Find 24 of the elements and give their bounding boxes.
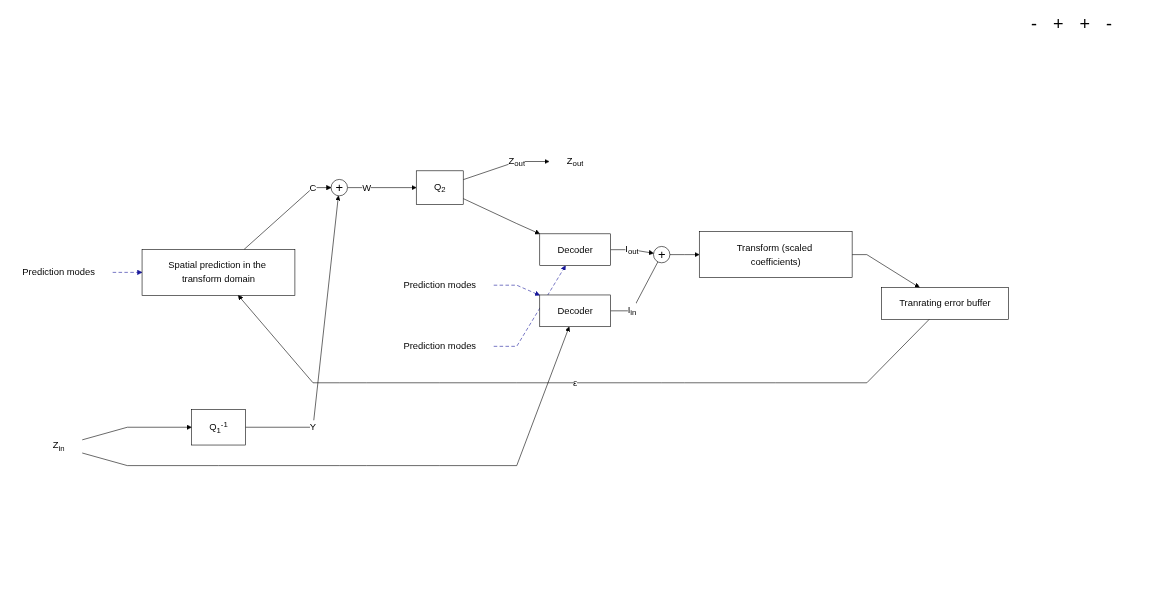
- sign-label: -: [1106, 14, 1113, 35]
- node-circle: +: [653, 246, 671, 263]
- edge-label: ε: [573, 377, 578, 388]
- node-text: Prediction modes: [22, 266, 96, 277]
- node-text: Prediction modes: [403, 279, 477, 290]
- node-box: Q$_{2}$: [415, 170, 464, 205]
- edge-label: C: [309, 182, 317, 193]
- edge-label: Y: [309, 421, 317, 432]
- edge-label: I$_{out}$: [625, 243, 639, 256]
- node-text: Prediction modes: [403, 340, 477, 351]
- sign-label: -: [1031, 14, 1037, 35]
- node-text: Z$_{out}$: [566, 155, 584, 168]
- edge-label: I$_{in}$: [627, 304, 637, 317]
- sign-label: +: [1079, 14, 1091, 35]
- node-box: Transform (scaled coefficients): [699, 231, 853, 278]
- node-box: Decoder: [539, 294, 611, 327]
- sign-label: +: [1053, 14, 1064, 35]
- edge-label: W: [362, 182, 372, 193]
- node-box: Decoder: [539, 233, 611, 266]
- node-text: Z$_{in}$: [52, 440, 65, 453]
- node-box: Spatial prediction in the transform domain: [141, 249, 296, 296]
- edge-label: Z$_{out}$: [508, 155, 526, 168]
- node-circle: +: [330, 179, 348, 196]
- node-box: Tranrating error buffer: [881, 287, 1009, 320]
